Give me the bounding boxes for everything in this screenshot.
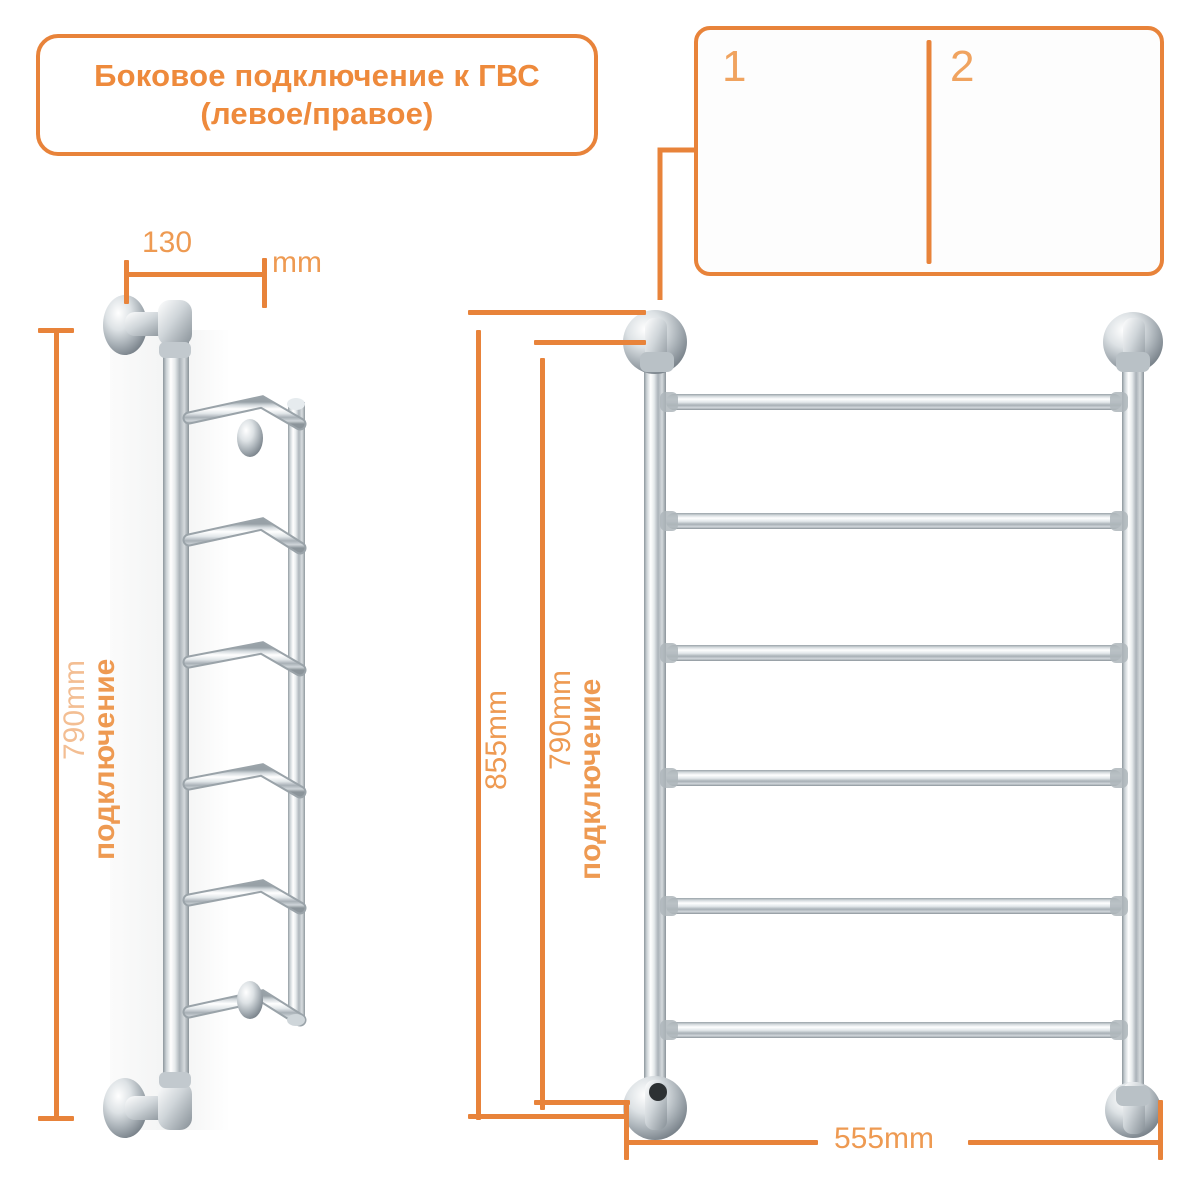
inset-divider: [926, 40, 932, 264]
total-height-value: 855mm: [480, 689, 513, 790]
width-dim-line-left: [628, 1140, 818, 1145]
side-view-wall: [110, 330, 230, 1130]
title-text: Боковое подключение к ГВС (левое/правое): [94, 57, 540, 133]
side-view-product: [103, 295, 307, 1138]
side-height-caption: подключение: [88, 658, 121, 860]
width-extension-left: [624, 1100, 629, 1160]
inset-step-2-label: 2: [950, 42, 975, 91]
side-height-tick-bottom: [38, 1116, 74, 1121]
total-height-dim-line: [476, 330, 481, 1120]
title-box: Боковое подключение к ГВС (левое/правое): [36, 34, 598, 156]
side-height-tick-top: [38, 328, 74, 333]
total-height-extension-top: [468, 310, 646, 315]
width-dim-line-right: [968, 1140, 1160, 1145]
connection-height-extension-bottom: [534, 1100, 630, 1105]
side-height-dim-line: [54, 330, 59, 1120]
depth-dim-line: [128, 272, 264, 277]
width-extension-right: [1158, 1100, 1163, 1160]
inset-photo-panel: 1 2: [694, 26, 1164, 276]
title-line-2: (левое/правое): [200, 96, 434, 131]
depth-dim-unit: mm: [272, 246, 322, 279]
depth-dim-extension-right: [262, 258, 267, 308]
front-view-product: [623, 310, 1163, 1140]
inset-step-1-label: 1: [722, 42, 747, 91]
connection-height-dim-line: [540, 358, 545, 1110]
depth-dim-extension-left: [124, 260, 129, 304]
depth-dim-value: 130: [142, 226, 193, 259]
connection-height-caption: подключение: [574, 678, 607, 880]
title-line-1: Боковое подключение к ГВС: [94, 58, 540, 94]
connection-height-extension-top: [534, 340, 646, 345]
total-height-extension-bottom: [468, 1114, 628, 1119]
connection-height-value: 790mm: [544, 669, 577, 770]
side-height-value: 790mm: [58, 659, 91, 760]
width-dim-value: 555mm: [834, 1122, 935, 1155]
